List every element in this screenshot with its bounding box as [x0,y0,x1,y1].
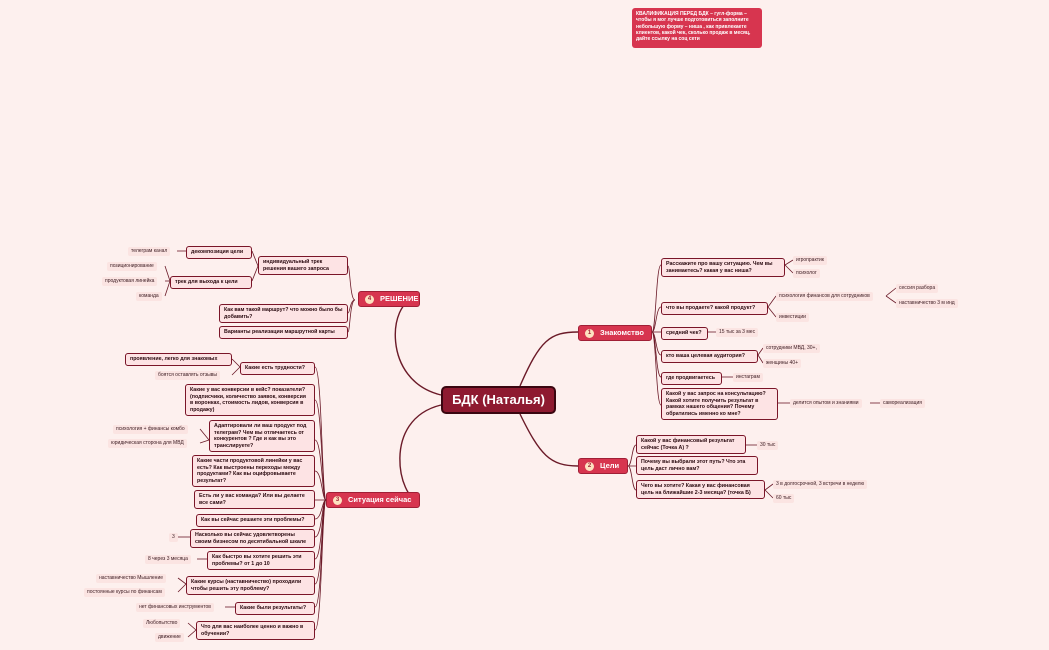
question-individual-track[interactable]: индивидуальный трек решения вашего запро… [258,256,348,275]
answer-leaf[interactable]: 3 [169,533,178,542]
answer-leaf[interactable]: женщины 40+ [763,359,802,368]
question-point-a[interactable]: Какой у вас финансовый результат сейчас … [636,435,746,454]
question-average-check[interactable]: средний чек? [661,327,708,340]
answer-leaf[interactable]: 15 тыс за 3 мес [716,328,759,337]
answer-leaf[interactable]: 8 через 3 месяца [145,555,191,564]
answer-leaf[interactable]: движение [155,633,184,642]
question-urgency[interactable]: Как быстро вы хотите решить эти проблемы… [207,551,315,570]
answer-leaf[interactable]: инстаграм [733,373,763,382]
question-team[interactable]: Есть ли у вас команда? Или вы делаете вс… [194,490,315,509]
question-values[interactable]: Что для вас наиболее ценно и важно в обу… [196,621,315,640]
question-audience[interactable]: кто ваша целевая аудитория? [661,350,758,363]
answer-leaf[interactable]: 3 в долгосрочной, 3 встречи в неделю [773,480,868,489]
answer-leaf[interactable]: сессия разбора [896,284,939,293]
question-current-solutions[interactable]: Как вы сейчас решаете эти проблемы? [196,514,315,527]
answer-difficulty[interactable]: проявление, легко для знакомых [125,353,232,366]
topic-acquaintance[interactable]: 1 Знакомство [578,325,652,341]
question-point-b[interactable]: Чего вы хотите? Какая у вас финансовая ц… [636,480,765,499]
topic-current-situation[interactable]: 3 Ситуация сейчас [326,492,420,508]
question-conversions[interactable]: Какие у вас конверсии в кейс? показатели… [185,384,315,416]
answer-leaf[interactable]: боятся оставлять отзывы [155,371,221,380]
answer-leaf[interactable]: нет финансовых инструментов [136,603,214,612]
topic-goals[interactable]: 2 Цели [578,458,628,474]
question-route-feedback[interactable]: Как вам такой маршрут? что можно было бы… [219,304,348,323]
answer-leaf[interactable]: позиционирование [107,262,157,271]
number-badge-1: 1 [585,329,594,338]
topic-solution[interactable]: 4 РЕШЕНИЕ [358,291,420,307]
topic-label: Знакомство [600,328,644,337]
question-results[interactable]: Какие были результаты? [235,602,315,615]
question-request[interactable]: Какой у вас запрос на консультацию? Како… [661,388,778,420]
question-telegram-adaptation[interactable]: Адаптировали ли ваш продукт под телеграм… [209,420,315,452]
answer-leaf[interactable]: наставничество 3 м инд [896,299,958,308]
node-track-to-goal[interactable]: трек для выхода к цели [170,276,252,289]
answer-leaf[interactable]: делится опытом и знаниями [790,399,862,408]
question-satisfaction[interactable]: Насколько вы сейчас удовлетворены своим … [190,529,315,548]
node-goal-decomposition[interactable]: декомпозиция цели [186,246,252,259]
answer-leaf[interactable]: продуктовая линейка [102,277,158,286]
question-difficulties[interactable]: Какие есть трудности? [240,362,315,375]
question-promotion[interactable]: где продвигаетесь [661,372,722,385]
answer-leaf[interactable]: юридическая сторона для МВД [108,439,187,448]
answer-leaf[interactable]: 60 тыс [773,494,795,503]
question-niche[interactable]: Расскажите про вашу ситуацию. Чем вы зан… [661,258,785,277]
answer-leaf[interactable]: психология + финансы комбо [113,425,188,434]
answer-leaf[interactable]: команда [136,292,162,301]
answer-leaf[interactable]: Любопытство [143,619,181,628]
answer-leaf[interactable]: инвестиции [776,313,809,322]
question-why-path[interactable]: Почему вы выбрали этот путь? Что эта цел… [636,456,758,475]
number-badge-4: 4 [365,295,374,304]
question-implementation-options[interactable]: Варианты реализации маршрутной карты [219,326,348,339]
question-product[interactable]: что вы продаете? какой продукт? [661,302,768,315]
central-topic[interactable]: БДК (Наталья) [441,386,556,414]
topic-label: РЕШЕНИЕ [380,294,419,303]
answer-leaf[interactable]: сотрудники МВД, 30+, [763,344,820,353]
number-badge-2: 2 [585,462,594,471]
question-product-line[interactable]: Какие части продуктовой линейки у вас ес… [192,455,315,487]
topic-label: Цели [600,461,620,470]
answer-leaf[interactable]: 30 тыс [757,441,779,450]
qualification-note[interactable]: КВАЛИФИКАЦИЯ ПЕРЕД БДК – гугл-форма – чт… [632,8,762,48]
answer-leaf[interactable]: самореализация [880,399,925,408]
question-courses[interactable]: Какие курсы (наставничество) проходили ч… [186,576,315,595]
answer-leaf[interactable]: постоянные курсы по финансам [84,588,165,597]
number-badge-3: 3 [333,496,342,505]
answer-leaf[interactable]: телеграм канал [128,247,171,256]
answer-leaf[interactable]: наставничество Мышление [96,574,167,583]
answer-leaf[interactable]: психолог [793,269,820,278]
topic-label: Ситуация сейчас [348,495,412,504]
answer-leaf[interactable]: игропрактик [793,256,827,265]
answer-leaf[interactable]: психология финансов для сотрудников [776,292,873,301]
